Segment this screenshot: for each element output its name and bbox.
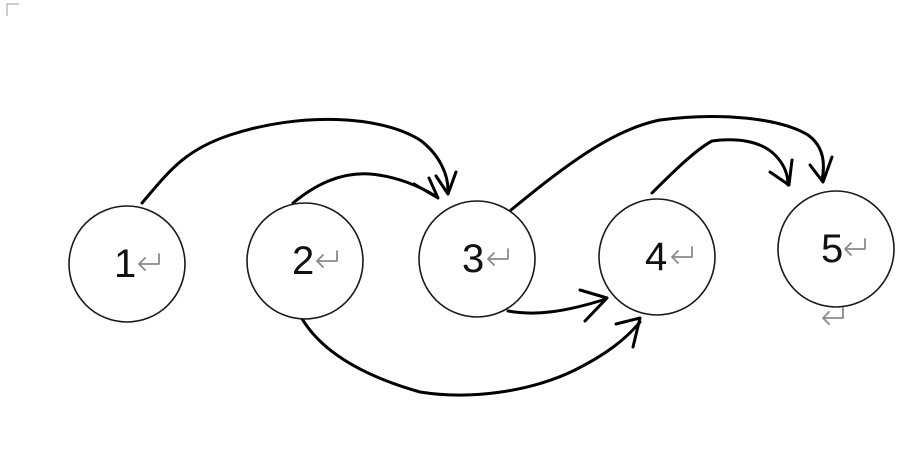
edge-1-to-3	[140, 117, 458, 205]
edge-4-to-5	[650, 138, 794, 195]
edge-3-to-4	[506, 288, 609, 323]
node-5: 5	[777, 190, 895, 308]
node-circle	[68, 205, 186, 323]
edge-2-to-4	[299, 315, 642, 397]
return-arrow-icon	[844, 238, 866, 256]
node-4: 4	[598, 198, 716, 316]
return-arrow-icon	[822, 307, 844, 325]
node-circle	[246, 202, 364, 320]
return-arrow-icon	[671, 246, 693, 264]
node-label: 5	[821, 227, 843, 271]
return-arrow-icon	[138, 253, 160, 271]
node-3: 3	[418, 200, 536, 318]
node-label: 1	[114, 242, 136, 286]
node-label: 4	[645, 235, 667, 279]
node-circle	[598, 198, 716, 316]
return-arrow-icon	[487, 248, 509, 266]
edge-2-to-3	[291, 172, 440, 205]
return-arrow-icon	[316, 250, 338, 268]
node-label: 3	[462, 237, 484, 281]
node-label: 2	[292, 239, 314, 283]
edge-3-to-5	[509, 115, 834, 212]
node-circle	[418, 200, 536, 318]
edges	[140, 115, 834, 397]
page-corner-icon	[6, 3, 19, 16]
node-circle	[777, 190, 895, 308]
node-2: 2	[246, 202, 364, 320]
node-1: 1	[68, 205, 186, 323]
